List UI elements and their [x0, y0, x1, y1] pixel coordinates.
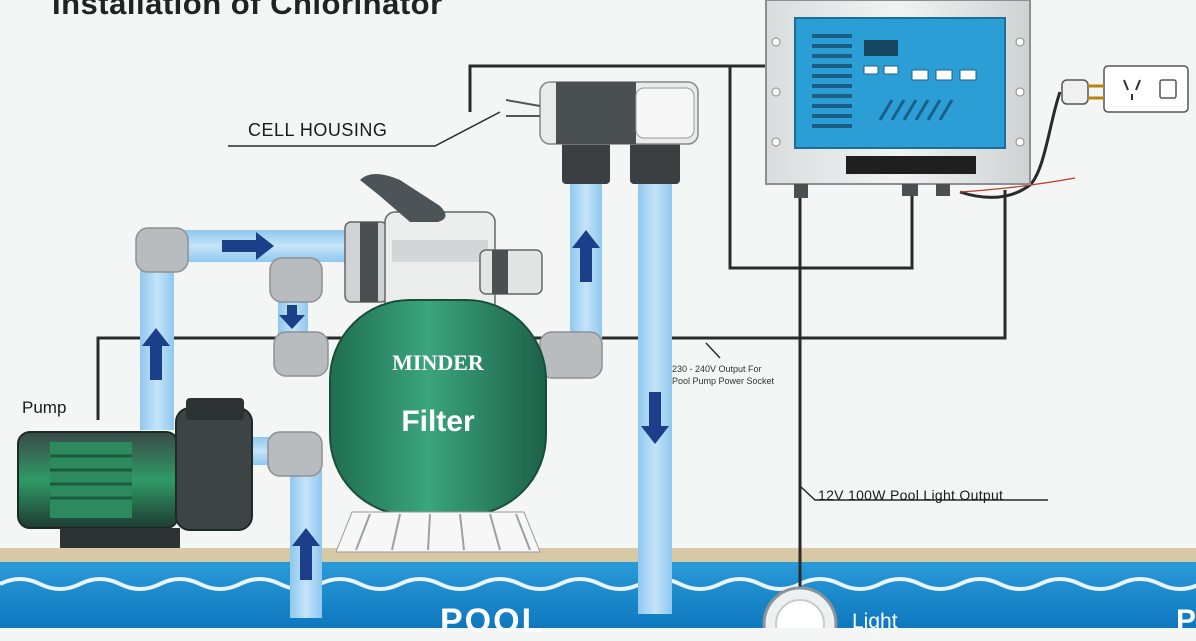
elbow-fitting [267, 431, 323, 477]
power-output-label-line2: Pool Pump Power Socket [672, 376, 775, 386]
cell-housing-leader [228, 111, 501, 147]
valve-handle [360, 174, 446, 222]
plug-icon [1061, 79, 1104, 105]
cell-housing-label: CELL HOUSING [248, 120, 388, 140]
panel-buttons [863, 65, 977, 81]
pipe-fittings [135, 227, 603, 477]
filter-tank [329, 299, 547, 553]
filter-brand-label: MINDER [392, 350, 484, 375]
elbow-fitting [135, 227, 189, 273]
controller-slot [846, 156, 976, 174]
cell-unions [562, 140, 680, 184]
filter-stand [335, 511, 541, 553]
water-wave [0, 577, 1196, 591]
pump-label: Pump [22, 398, 67, 417]
elbow-fitting [539, 331, 603, 379]
pool-deck [0, 548, 1196, 562]
pool-label: POOL [440, 602, 545, 640]
controller-wire [728, 66, 914, 270]
pool-light-icon [762, 586, 838, 628]
multiport-valve [344, 174, 543, 313]
pump [17, 398, 253, 548]
flow-arrow-icon [142, 328, 170, 380]
controller-screws [771, 37, 1025, 147]
flow-arrow-icon [222, 232, 274, 260]
union-left [562, 140, 610, 184]
flow-arrows [142, 230, 669, 580]
elbow-fitting [273, 331, 329, 377]
installation-diagram [0, 0, 1196, 628]
filter-stand-legs [355, 513, 531, 551]
filter-label: Filter [401, 405, 475, 438]
pump-power-wire [96, 190, 1007, 420]
controller-unit [765, 0, 1031, 198]
light-output-leader [799, 485, 1048, 501]
cropped-edge-label: P [1176, 604, 1196, 637]
cell-housing [505, 81, 699, 145]
flow-arrow-icon [292, 528, 320, 580]
panel-vents [878, 99, 954, 121]
diagram-title: Installation of Chlorinator [52, 0, 443, 21]
panel-text-lines [812, 34, 852, 128]
flow-arrow-icon [572, 230, 600, 282]
power-output-leader [705, 342, 721, 359]
cable-glands [794, 184, 950, 198]
flow-arrow-icon [641, 392, 669, 444]
flow-arrow-icon [279, 305, 305, 329]
red-wire [959, 177, 1076, 193]
pool-water [0, 562, 1196, 628]
power-socket-icon [1103, 65, 1189, 113]
light-output-label: 12V 100W Pool Light Output [818, 487, 1004, 503]
light-label: Light [852, 610, 898, 633]
elbow-fitting [269, 257, 323, 303]
power-output-label: 230 - 240V Output For [672, 364, 762, 374]
pump-base [60, 528, 180, 548]
panel-display [864, 40, 898, 56]
union-right [630, 140, 680, 184]
wiring [96, 18, 1076, 610]
